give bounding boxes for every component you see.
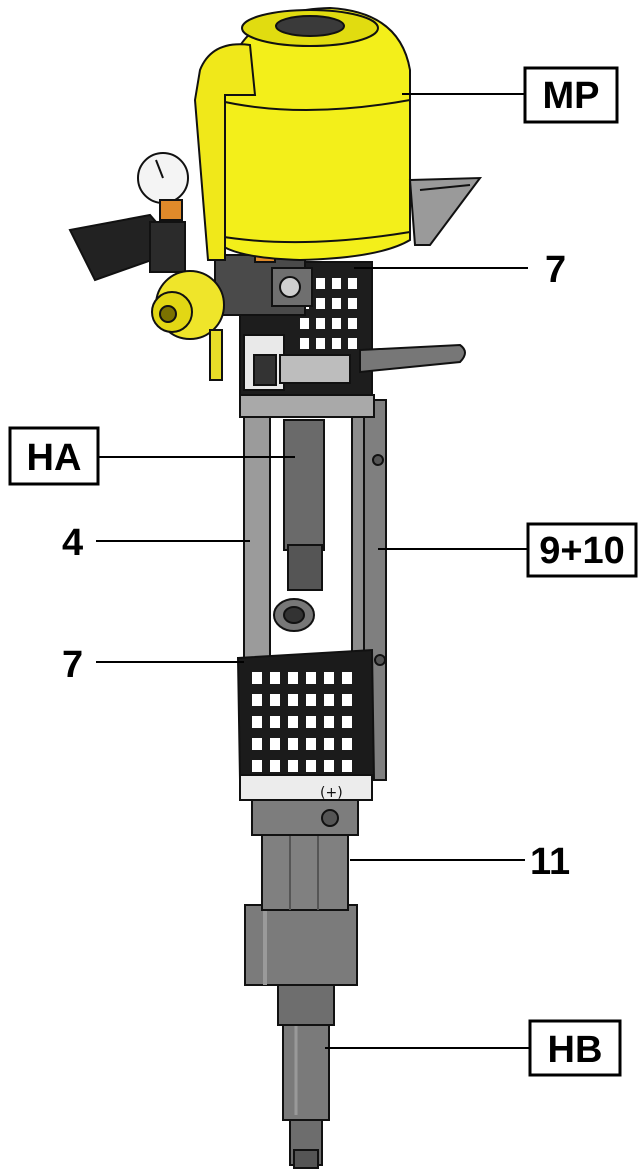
label-ha: HA bbox=[27, 437, 82, 479]
label-9-10: 9+10 bbox=[539, 530, 625, 572]
callout-mp: MP bbox=[523, 66, 619, 124]
pump-assembly: (+) bbox=[68, 6, 483, 1169]
center-cylinder bbox=[273, 419, 325, 632]
callout-9-10: 9+10 bbox=[526, 522, 638, 578]
label-11: 11 bbox=[530, 841, 570, 883]
label-7-top: 7 bbox=[545, 249, 566, 291]
callout-ha: HA bbox=[8, 426, 100, 486]
svg-text:(+): (+) bbox=[320, 785, 343, 801]
leader-lines bbox=[96, 93, 530, 1049]
lower-cage: (+) bbox=[236, 648, 376, 801]
label-mp: MP bbox=[543, 75, 600, 117]
label-4: 4 bbox=[62, 522, 83, 564]
lower-pump-section bbox=[244, 794, 359, 1169]
air-motor bbox=[193, 6, 483, 262]
callout-hb: HB bbox=[528, 1019, 622, 1077]
label-7-mid: 7 bbox=[62, 644, 83, 686]
label-hb: HB bbox=[548, 1029, 603, 1071]
